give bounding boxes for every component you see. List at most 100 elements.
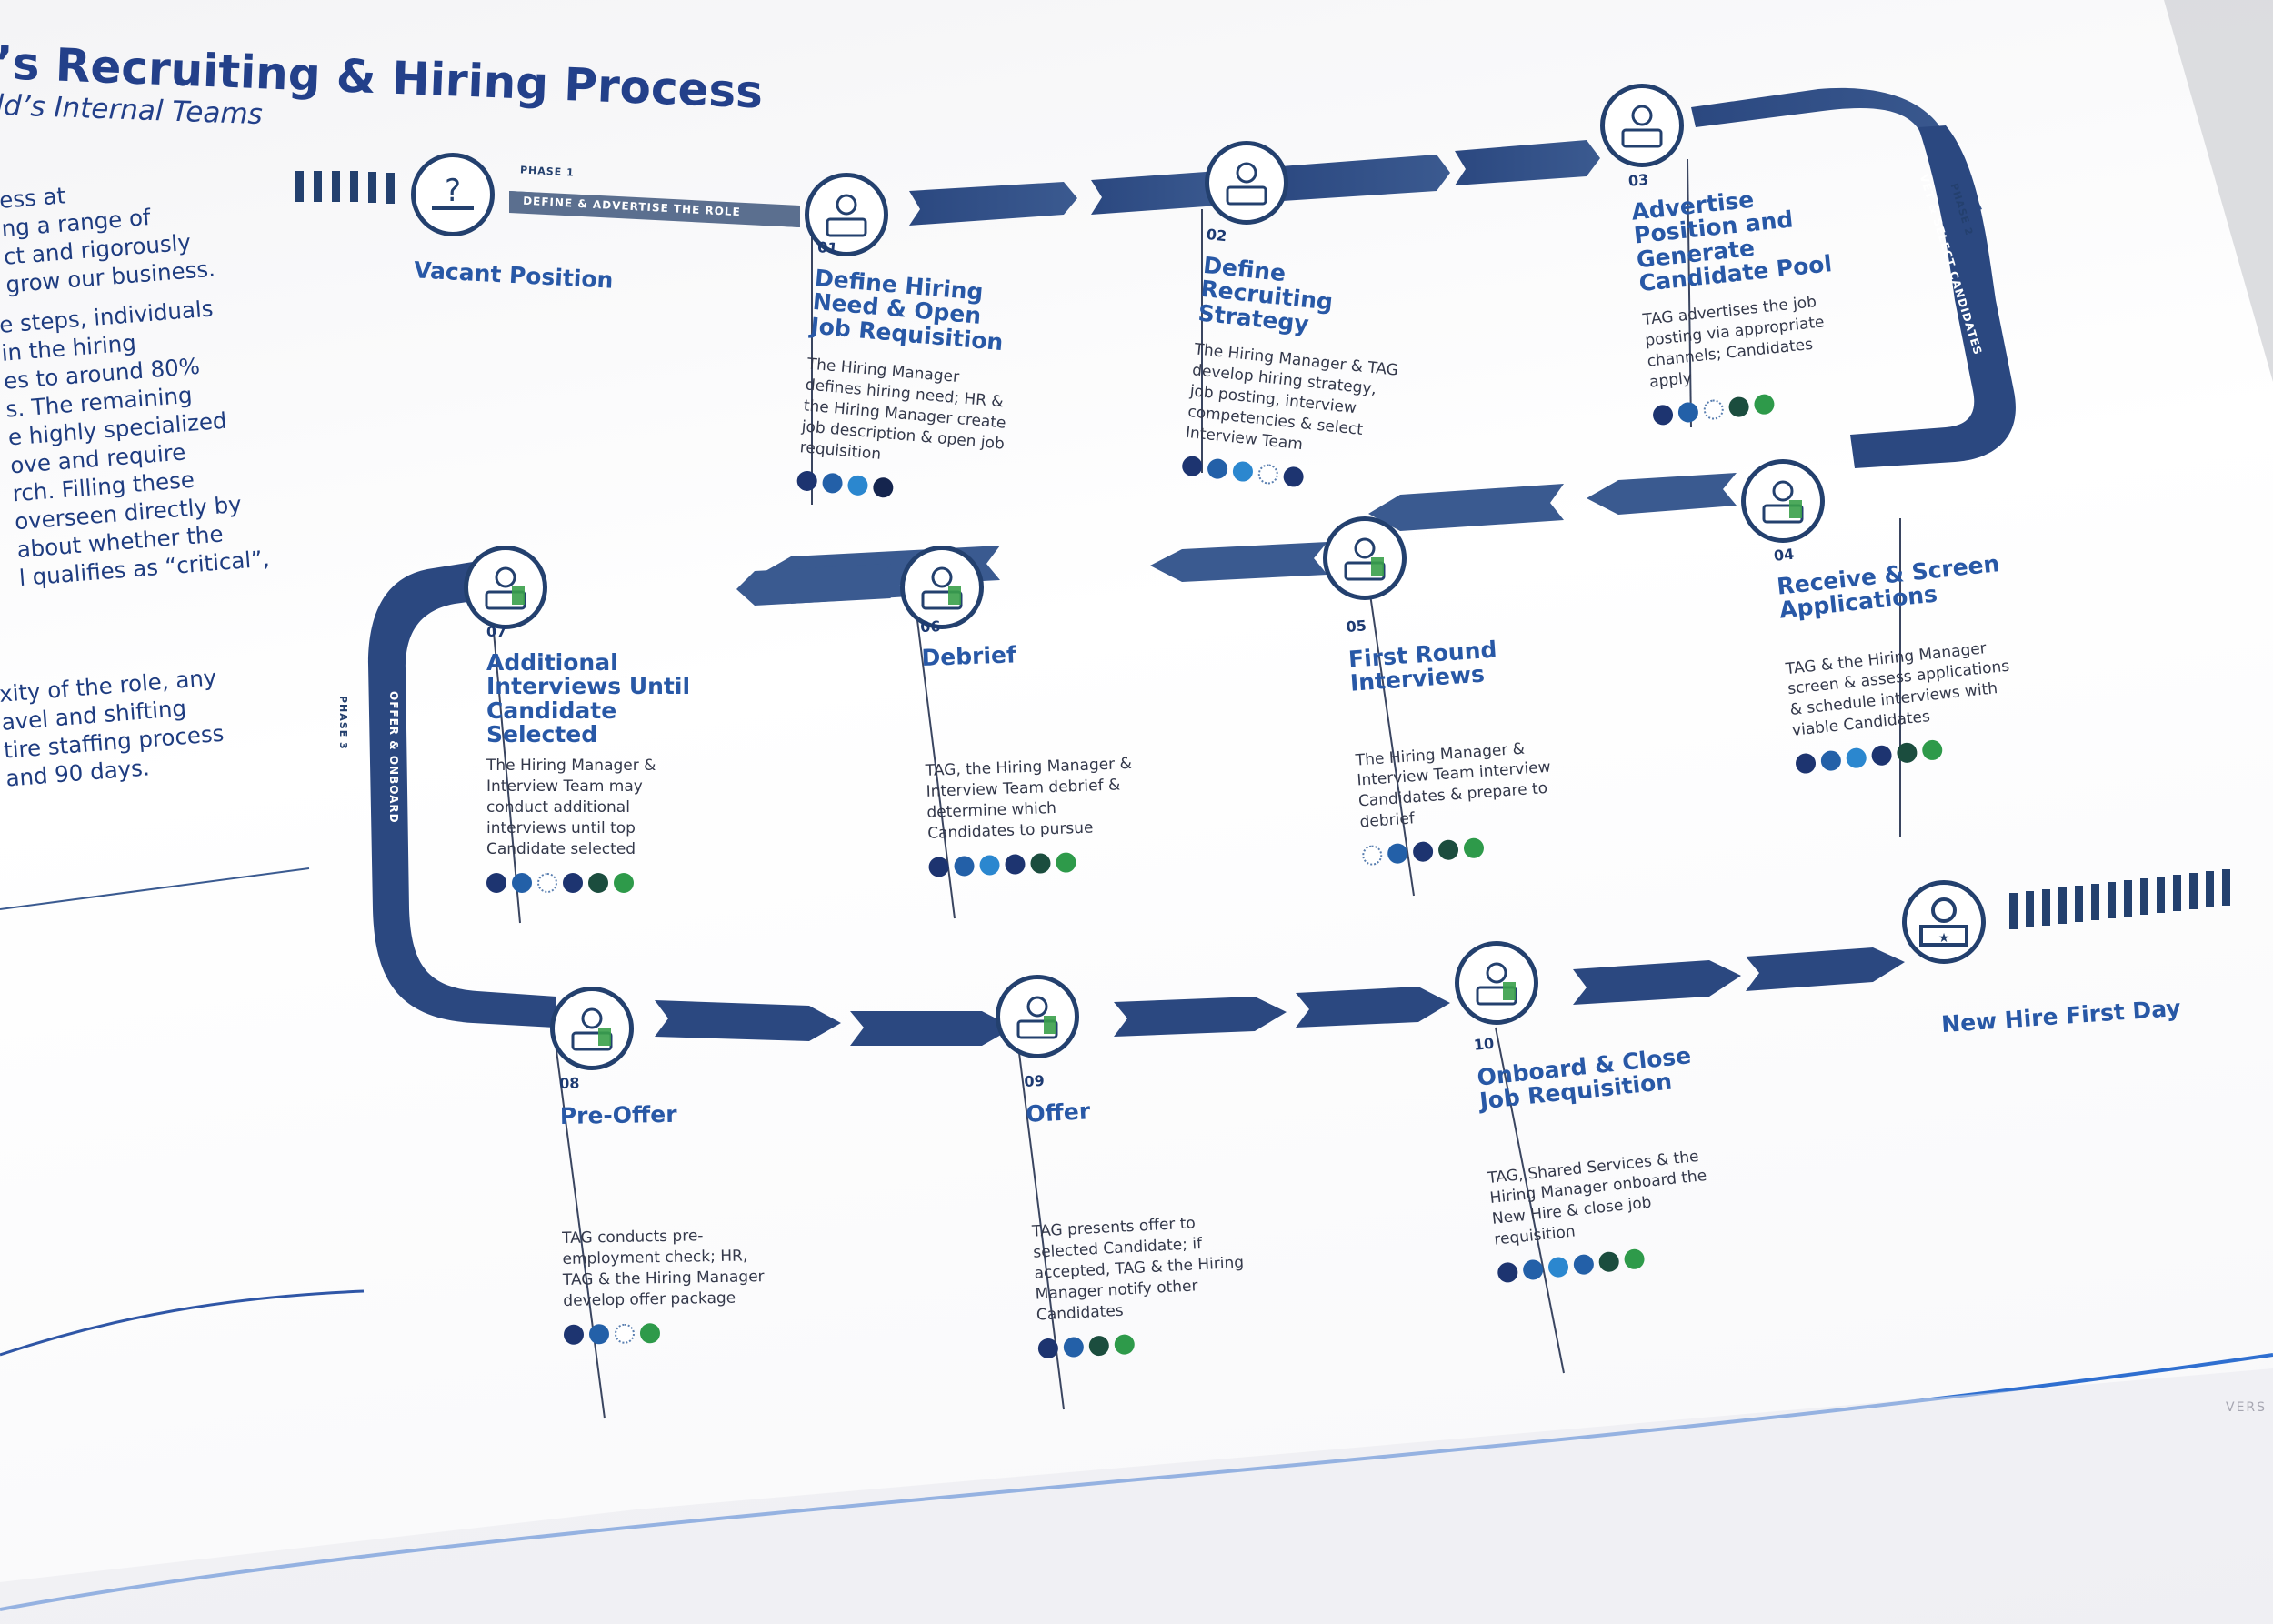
person-at-desk-icon — [805, 173, 888, 256]
stakeholder-dot — [588, 1324, 610, 1345]
step-description: TAG, the Hiring Manager & Interview Team… — [925, 755, 1133, 843]
stakeholder-dots — [486, 872, 700, 893]
svg-text:?: ? — [445, 173, 461, 209]
interview-people-icon — [1323, 516, 1407, 600]
stakeholder-dot — [1114, 1333, 1136, 1356]
stakeholder-dot — [1870, 744, 1893, 767]
new-hire-star-icon: ★ — [1902, 880, 1986, 964]
stakeholder-dot — [1088, 1335, 1110, 1357]
step-number: 07 — [486, 623, 507, 640]
stakeholder-dot — [1005, 854, 1026, 875]
stakeholder-dot — [1497, 1261, 1519, 1284]
stakeholder-dot — [846, 475, 869, 497]
stakeholder-dot — [1181, 456, 1204, 478]
stakeholder-dot — [1412, 841, 1434, 863]
stakeholder-dot — [1056, 852, 1076, 873]
stakeholder-dot — [512, 872, 532, 893]
footer-fragment: VERS — [2226, 1400, 2268, 1415]
stakeholder-dot — [1463, 837, 1485, 859]
stakeholder-dot — [928, 857, 949, 877]
step-description: TAG presents offer to selected Candidate… — [1031, 1214, 1245, 1325]
step-title: Onboard & Close Job Requisition — [1476, 1042, 1693, 1115]
stakeholder-dot — [1702, 398, 1725, 421]
strategy-play-icon — [1205, 141, 1288, 225]
stakeholder-dot — [1206, 457, 1229, 481]
step-description: TAG, Shared Services & the Hiring Manage… — [1487, 1147, 1708, 1250]
step-description: The Hiring Manager & Interview Team inte… — [1355, 739, 1552, 832]
stakeholder-dot — [979, 855, 1000, 876]
stakeholder-dot — [639, 1323, 661, 1344]
document-check-icon — [550, 987, 634, 1070]
phase-3-label: OFFER & ONBOARD — [387, 691, 400, 824]
step-title: Define Recruiting Strategy — [1197, 251, 1335, 337]
track-left-turn — [368, 562, 556, 1028]
stakeholder-dot — [796, 470, 818, 493]
stakeholder-dot — [1651, 404, 1675, 426]
stakeholder-dot — [1387, 843, 1408, 865]
step-title: Additional Interviews Until Candidate Se… — [486, 649, 691, 747]
track-right-turn — [1850, 125, 2016, 468]
stakeholder-dot — [1845, 747, 1867, 770]
stakeholder-dot — [1597, 1250, 1620, 1274]
stakeholder-dot — [1727, 396, 1750, 418]
stakeholder-dot — [1063, 1336, 1085, 1358]
stakeholder-dot — [1623, 1248, 1646, 1271]
stakeholder-dot — [1030, 853, 1051, 874]
step-description: The Hiring Manager & TAG develop hiring … — [1185, 340, 1399, 454]
step-description: TAG advertises the job posting via appro… — [1641, 293, 1826, 392]
stakeholder-dot — [1437, 839, 1459, 861]
stakeholder-dot — [954, 856, 975, 877]
step-number: 08 — [559, 1074, 580, 1092]
stakeholder-dot — [1794, 752, 1817, 775]
phase-1-banner — [509, 191, 800, 227]
stakeholder-dot — [1361, 845, 1384, 867]
svg-text:★: ★ — [1938, 931, 1950, 946]
screen-application-icon — [1741, 459, 1825, 543]
stakeholder-dot — [1522, 1258, 1545, 1281]
stakeholder-dot — [1231, 460, 1254, 484]
step-separators — [488, 158, 1901, 1419]
stakeholder-dot — [614, 1323, 636, 1344]
handshake-icon — [996, 975, 1079, 1058]
stakeholder-dot — [563, 872, 583, 893]
step-description: The Hiring Manager defines hiring need; … — [799, 355, 1007, 464]
phase-3-number: PHASE 3 — [337, 696, 349, 750]
stakeholder-dot — [1896, 741, 1918, 765]
stakeholder-dot — [1037, 1338, 1059, 1359]
stakeholder-dot — [1282, 466, 1305, 488]
stakeholder-dot — [1819, 749, 1842, 772]
stakeholder-dot — [537, 872, 557, 893]
step-description: The Hiring Manager & Interview Team may … — [486, 757, 656, 858]
stakeholder-dot — [1677, 401, 1699, 424]
stakeholder-dot — [486, 872, 506, 893]
step-description: TAG conducts pre-employment check; HR, T… — [561, 1227, 765, 1311]
start-hatch — [295, 171, 395, 204]
candidate-cycle-icon — [464, 546, 547, 629]
stakeholder-dot — [614, 872, 634, 893]
step-title: Advertise Position and Generate Candidat… — [1630, 185, 1834, 297]
megaphone-icon — [1600, 84, 1684, 167]
stakeholder-dot — [1921, 739, 1944, 762]
stakeholder-dot — [872, 476, 895, 499]
step-title: First Round Interviews — [1347, 636, 1498, 697]
stakeholder-dot — [1547, 1256, 1570, 1278]
step-title: Offer — [1025, 1098, 1091, 1128]
stakeholder-dot — [563, 1324, 585, 1345]
meeting-table-icon — [900, 546, 984, 629]
id-badge-icon — [1455, 941, 1538, 1025]
track-row-3 — [655, 947, 1905, 1046]
